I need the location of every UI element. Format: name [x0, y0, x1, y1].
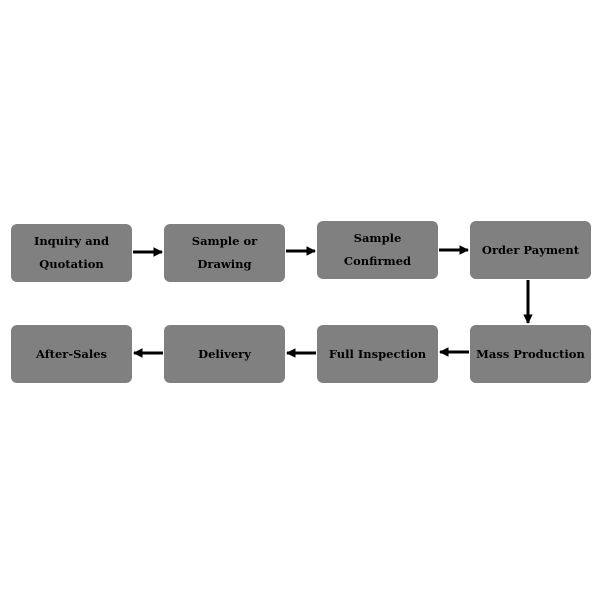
step-label: Order Payment	[481, 242, 580, 257]
step-mass-production: Mass Production	[470, 325, 591, 383]
step-order-payment: Order Payment	[470, 221, 591, 279]
step-sample-or-drawing: Sample or Drawing	[164, 224, 285, 282]
step-label: Inquiry and Quotation	[33, 234, 110, 271]
step-sample-confirmed: Sample Confirmed	[317, 221, 438, 279]
step-inquiry-and-quotation: Inquiry and Quotation	[11, 224, 132, 282]
step-label: Mass Production	[476, 346, 585, 361]
step-label: Delivery	[198, 346, 251, 361]
step-after-sales: After-Sales	[11, 325, 132, 383]
step-full-inspection: Full Inspection	[317, 325, 438, 383]
step-label: Sample Confirmed	[343, 231, 412, 268]
step-delivery: Delivery	[164, 325, 285, 383]
step-label: Sample or Drawing	[191, 234, 258, 271]
step-label: After-Sales	[35, 346, 108, 361]
step-label: Full Inspection	[328, 346, 427, 361]
